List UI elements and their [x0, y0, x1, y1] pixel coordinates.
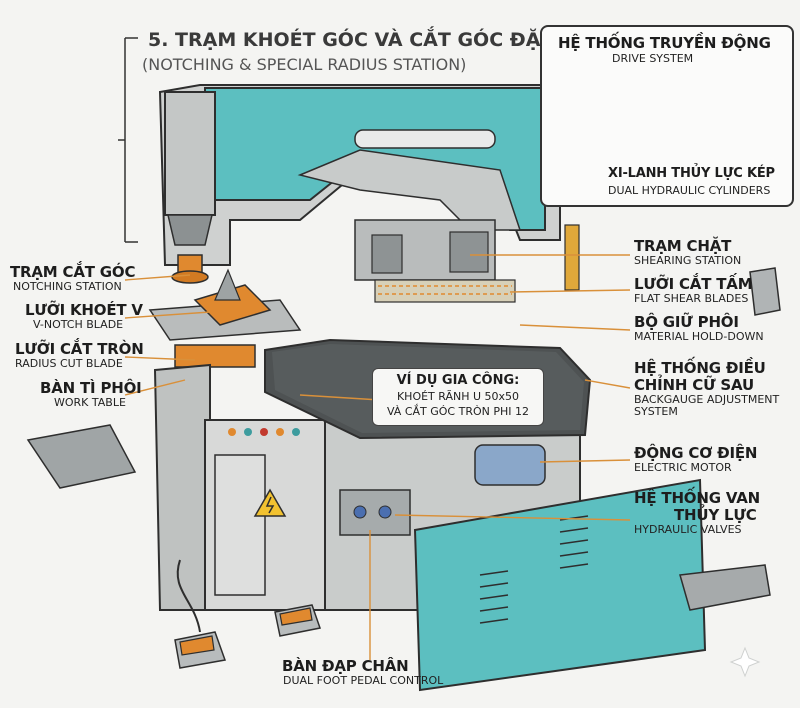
inset-title-en: DRIVE SYSTEM: [612, 52, 694, 65]
label-work-table: BÀN TÌ PHÔI WORK TABLE: [40, 379, 142, 409]
callout-line-2: KHOÉT RÃNH U 50x50: [396, 390, 520, 403]
leader-lines: [124, 254, 631, 660]
notching-station: [148, 268, 302, 368]
sample-plate-left: [26, 424, 137, 489]
label-notching-station: TRẠM CẮT GÓC NOTCHING STATION: [10, 263, 136, 293]
shear-mechanism: [354, 219, 580, 303]
inset-title-vi: HỆ THỐNG TRUYỀN ĐỘNG: [558, 34, 771, 52]
foot-pedals: [174, 559, 321, 669]
page-subtitle: (NOTCHING & SPECIAL RADIUS STATION): [142, 55, 467, 74]
page-title: 5. TRẠM KHOÉT GÓC VÀ CẮT GÓC ĐẶC BIỆT: [148, 29, 609, 51]
sample-bracket-right: [749, 267, 781, 316]
inset-label-en: DUAL HYDRAULIC CYLINDERS: [608, 184, 771, 197]
label-radius-cut-blade: LƯỠI CẮT TRÒN RADIUS CUT BLADE: [15, 340, 144, 370]
sparkle-icon: [729, 646, 761, 678]
label-backgauge: HỆ THỐNG ĐIỀU CHỈNH CỮ SAU BACKGAUGE ADJ…: [634, 359, 780, 418]
callout-line-3: VÀ CẮT GÓC TRÒN PHI 12: [386, 405, 529, 418]
label-electric-motor: ĐỘNG CƠ ĐIỆN ELECTRIC MOTOR: [634, 444, 758, 474]
label-material-hold-down: BỘ GIỮ PHÔI MATERIAL HOLD-DOWN: [634, 313, 764, 343]
drive-system-inset: HỆ THỐNG TRUYỀN ĐỘNG DRIVE SYSTEM XI-LAN…: [540, 25, 794, 207]
label-shearing-station: TRẠM CHẶT SHEARING STATION: [634, 237, 742, 267]
label-foot-pedal: BÀN ĐẠP CHÂN DUAL FOOT PEDAL CONTROL: [282, 657, 444, 687]
example-callout: VÍ DỤ GIA CÔNG: KHOÉT RÃNH U 50x50 VÀ CẮ…: [372, 368, 544, 426]
label-v-notch-blade: LƯỠI KHOÉT V V-NOTCH BLADE: [25, 301, 143, 331]
warning-icon: [253, 488, 287, 517]
machine-frame: [158, 84, 561, 284]
label-hydraulic-valves: HỆ THỐNG VAN THỦY LỰC HYDRAULIC VALVES: [634, 489, 761, 536]
inset-label-vi: XI-LANH THỦY LỰC KÉP: [608, 166, 775, 181]
sample-angle-right: [679, 564, 771, 611]
front-door-panel: [413, 478, 707, 692]
label-flat-shear-blades: LƯỠI CẮT TẤM FLAT SHEAR BLADES: [634, 275, 753, 305]
callout-line-1: VÍ DỤ GIA CÔNG:: [396, 373, 520, 388]
